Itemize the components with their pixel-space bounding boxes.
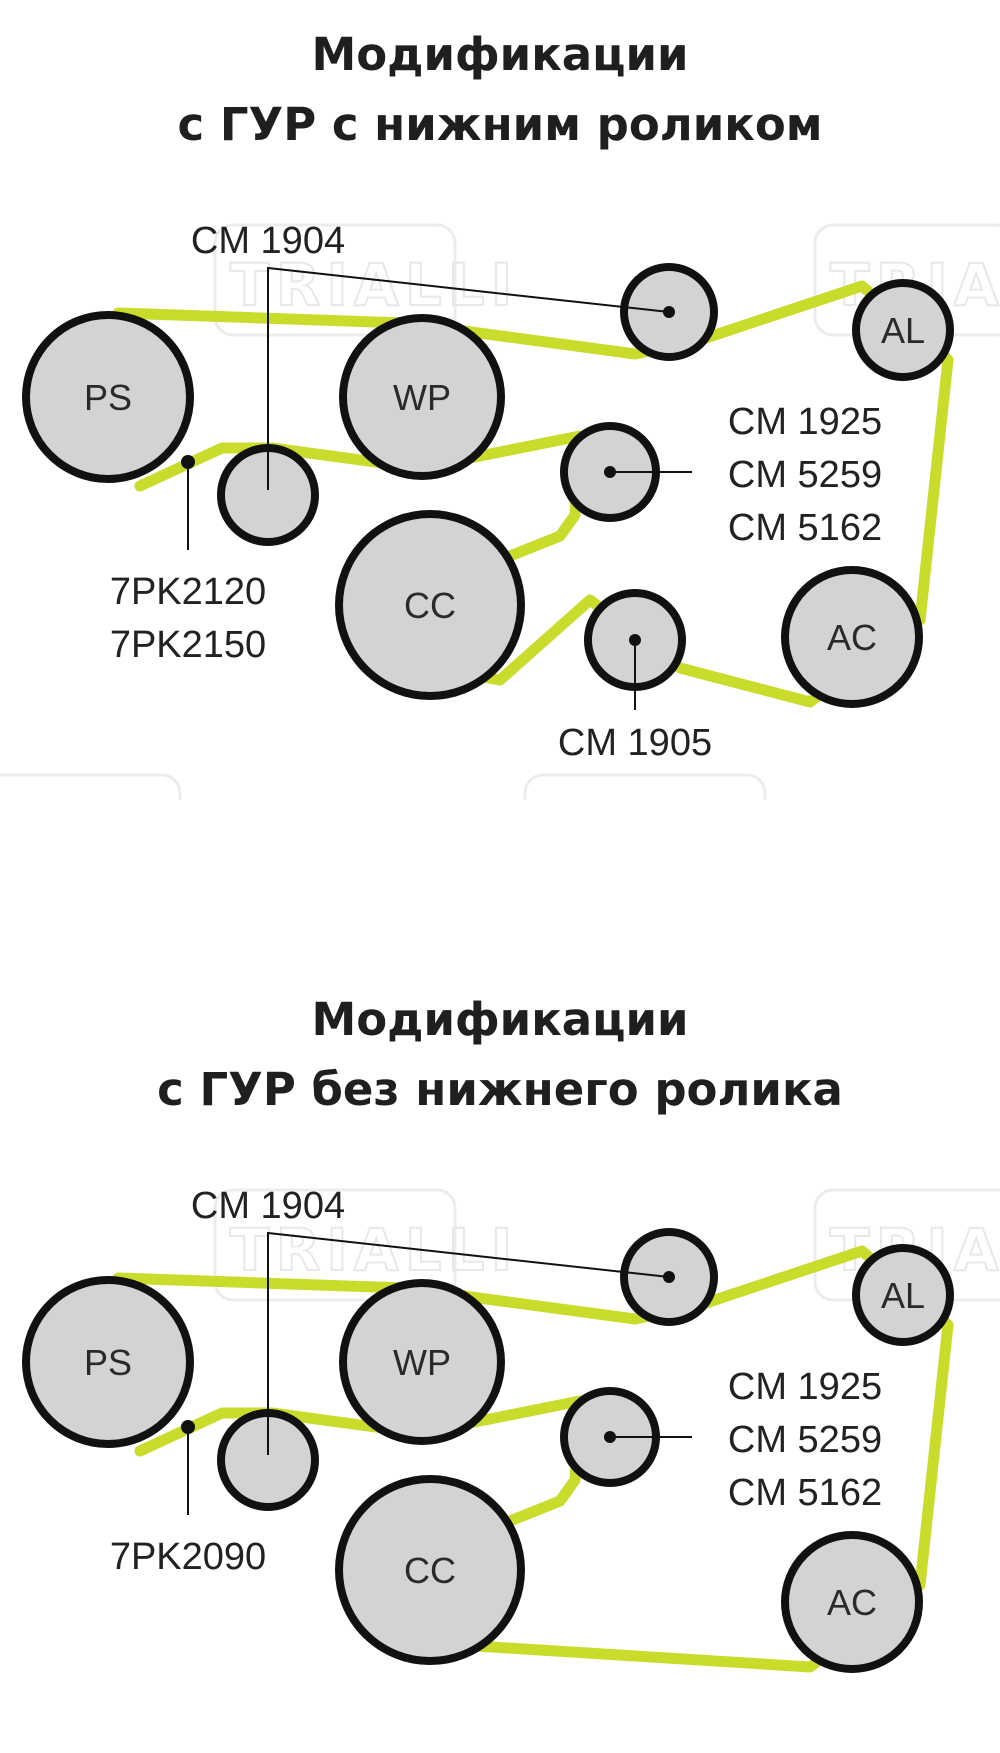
pulley-cc-label: CC	[404, 585, 456, 626]
pulley-al-label: AL	[881, 1275, 925, 1316]
pulley-wp: WP	[339, 314, 505, 480]
watermark-text: TRIALLI	[230, 251, 518, 319]
label-top-idler: CM 1904	[191, 1185, 345, 1227]
pulley-ac: AC	[781, 566, 923, 708]
pulley-ps: PS	[22, 311, 194, 483]
pulley-al: AL	[852, 279, 954, 381]
section2-title-line2: с ГУР без нижнего ролика	[157, 1063, 843, 1116]
label-tensioner-1: CM 1925	[728, 401, 882, 443]
pulley-ac-label: AC	[827, 617, 877, 658]
label-tensioner-3: CM 5162	[728, 1472, 882, 1514]
watermark-logo: TRIALLI	[213, 223, 518, 337]
belt-marker-dot	[181, 1420, 195, 1434]
pulley-cc-label: CC	[404, 1550, 456, 1591]
label-top-idler: CM 1904	[191, 220, 345, 262]
pulley-ps-label: PS	[84, 377, 132, 418]
pulley-ps-label: PS	[84, 1342, 132, 1383]
pulley-ac-label: AC	[827, 1582, 877, 1623]
label-tensioner-1: CM 1925	[728, 1366, 882, 1408]
pulley-al-label: AL	[881, 310, 925, 351]
label-belt-1: 7PK2120	[110, 571, 266, 613]
watermark-logo: TRIALLI	[0, 773, 182, 800]
section2-title-line1: Модификации	[311, 993, 689, 1046]
pulley-wp: WP	[339, 1279, 505, 1445]
section1-title-line1: Модификации	[311, 28, 689, 81]
watermark-logo: TRIALLI	[213, 1188, 518, 1302]
pulley-ac: AC	[781, 1531, 923, 1673]
label-bottom-idler: CM 1905	[558, 722, 712, 764]
leader-lines	[187, 266, 692, 710]
pulley-al: AL	[852, 1244, 954, 1346]
watermark-text: TRIALLI	[230, 1216, 518, 1284]
pulley-wp-label: WP	[393, 377, 451, 418]
section1-title-line2: с ГУР с нижним роликом	[177, 98, 823, 151]
leader-lines	[187, 1231, 692, 1515]
pulley-cc: CC	[335, 510, 525, 700]
label-belt-1: 7PK2090	[110, 1536, 266, 1578]
watermark-logo: TRIALLI	[523, 773, 767, 800]
section1-title: Модификации с ГУР с нижним роликом	[0, 20, 1000, 160]
pulley-ps: PS	[22, 1276, 194, 1448]
section2-belt-diagram: TRIALLI TRIALLI PS WP CC AL AC	[22, 1185, 1000, 1673]
section1-belt-diagram: TRIALLI TRIALLI TRIALLI TRIALLI PS WP CC…	[0, 220, 1000, 800]
pulley-wp-label: WP	[393, 1342, 451, 1383]
section2-title: Модификации с ГУР без нижнего ролика	[0, 985, 1000, 1125]
pulley-cc: CC	[335, 1475, 525, 1665]
label-belt-2: 7PK2150	[110, 624, 266, 666]
label-tensioner-2: CM 5259	[728, 454, 882, 496]
label-tensioner-2: CM 5259	[728, 1419, 882, 1461]
label-tensioner-3: CM 5162	[728, 507, 882, 549]
belt-marker-dot	[181, 455, 195, 469]
